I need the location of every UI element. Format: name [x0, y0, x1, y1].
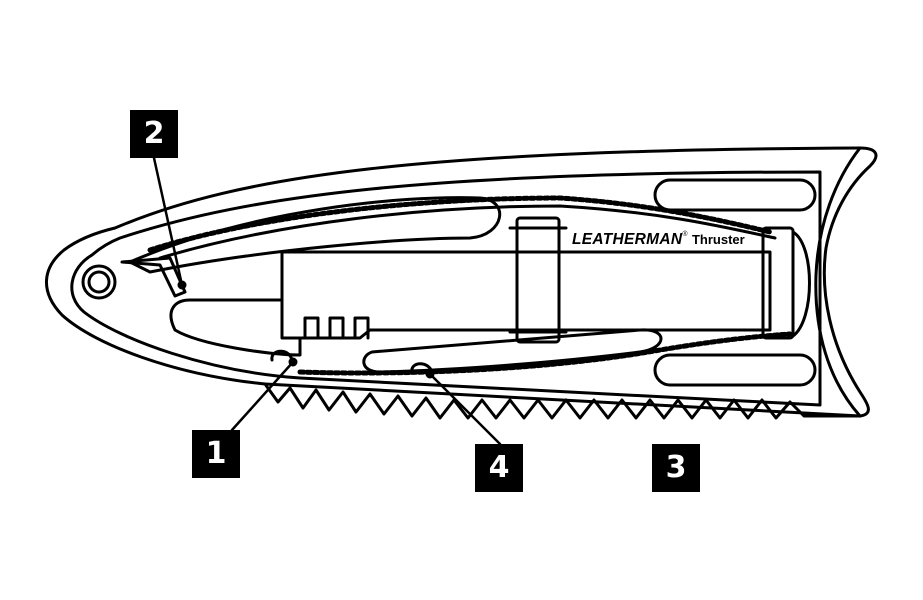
callout-2: 2: [130, 110, 178, 158]
end-block: [761, 226, 795, 340]
leader-1-dot: [288, 357, 298, 367]
leader-4: [428, 372, 502, 446]
shaft: [280, 250, 772, 340]
leader-1: [230, 360, 295, 432]
callout-3: 3: [652, 444, 700, 492]
upper-slot: [128, 196, 502, 274]
inner-tray: [70, 170, 822, 407]
callout-label: 3: [665, 450, 687, 485]
hook-4: [410, 362, 434, 374]
arm-2: [120, 256, 187, 298]
saw-teeth: [263, 382, 862, 420]
callout-4: 4: [475, 444, 523, 492]
lower-blade: [362, 328, 663, 374]
registered-mark: ®: [682, 231, 688, 238]
callout-1: 1: [192, 430, 240, 478]
leader-2: [152, 156, 184, 287]
shaft-teeth: [303, 316, 370, 340]
tip-hole-inner: [87, 270, 111, 294]
brand-name: LEATHERMAN: [572, 231, 683, 248]
body-outline: [45, 146, 878, 418]
cap-inner-curve: [814, 146, 862, 418]
tip-hole: [81, 264, 117, 300]
leader-2-dot: [177, 280, 187, 290]
model-name: Thruster: [691, 232, 745, 247]
upper-serration: [147, 195, 773, 253]
callout-label: 1: [205, 436, 227, 471]
end-round: [791, 230, 811, 338]
callout-label: 2: [143, 116, 165, 151]
upper-rail: [158, 204, 777, 260]
wrench-arm: [169, 298, 302, 357]
brand-label: LEATHERMAN® Thruster: [572, 231, 745, 249]
callout-label: 4: [488, 450, 510, 485]
slot-bottom-right: [653, 353, 817, 387]
clip-block: [515, 216, 561, 344]
leader-4-dot: [425, 369, 435, 379]
clip-pins: [508, 226, 568, 334]
slot-top-right: [653, 178, 817, 212]
lower-serration: [297, 331, 793, 376]
